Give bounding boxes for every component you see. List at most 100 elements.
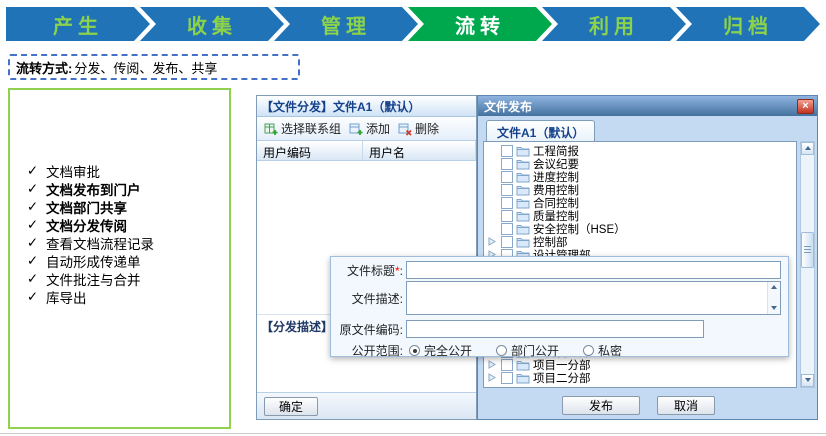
feature-text: 文件批注与合并	[46, 273, 141, 288]
original-file-code-input[interactable]	[406, 320, 704, 338]
tree-item[interactable]: 费用控制	[486, 183, 794, 197]
toolbar-button-label: 删除	[415, 122, 440, 136]
tree-item[interactable]: 质量控制	[486, 209, 794, 223]
folder-icon	[516, 236, 530, 248]
expand-arrow-icon[interactable]	[486, 237, 498, 246]
flow-stage-label: 归档	[723, 15, 773, 38]
file-desc-label: 文件描述:	[351, 291, 403, 306]
publish-footer: 发布 取消	[478, 392, 817, 419]
tree-item-label: 费用控制	[533, 184, 579, 197]
checkbox[interactable]	[501, 157, 513, 170]
folder-icon	[516, 223, 530, 235]
file-title-input[interactable]	[406, 261, 781, 279]
feature-text: 文档部门共享	[46, 201, 127, 216]
distribute-toolbar: 选择联系组 添加 删除	[257, 117, 476, 141]
required-asterisk: *	[394, 263, 400, 278]
check-icon: ✓	[26, 217, 39, 232]
tree-item[interactable]: 合同控制	[486, 196, 794, 210]
add-icon	[349, 122, 363, 136]
file-title-label: 文件标题*:	[346, 263, 403, 278]
check-icon: ✓	[26, 253, 39, 268]
radio-icon[interactable]	[496, 345, 508, 356]
check-icon: ✓	[26, 181, 39, 196]
delete-user-button[interactable]: 删除	[394, 118, 443, 139]
checkbox[interactable]	[501, 222, 513, 235]
feature-text: 文档审批	[46, 165, 100, 180]
publish-button[interactable]: 发布	[562, 396, 640, 415]
radio-selected-icon[interactable]	[409, 345, 420, 356]
checkbox[interactable]	[501, 371, 513, 384]
user-table-header: 用户编码 用户名	[257, 141, 476, 161]
checkbox[interactable]	[501, 235, 513, 248]
publish-tabrow: 文件A1（默认）	[483, 120, 797, 141]
flow-stage-circulate-active: 流转	[408, 7, 552, 41]
process-flow: 产生 收集 管理 流转 利用 归档	[6, 7, 820, 41]
file-code-label: 原文件编码:	[339, 322, 403, 337]
check-icon: ✓	[26, 235, 39, 250]
ok-button[interactable]: 确定	[264, 396, 318, 416]
tab-file-a1[interactable]: 文件A1（默认）	[486, 120, 596, 141]
tree-item-label: 项目二分部	[533, 372, 591, 385]
file-code-row: 原文件编码:	[331, 320, 788, 338]
radio-icon[interactable]	[583, 345, 595, 356]
column-header-user-name[interactable]: 用户名	[363, 141, 476, 160]
feature-item: ✓自动形成传递单	[26, 252, 229, 270]
expand-arrow-icon[interactable]	[486, 373, 498, 382]
feature-list-box: ✓文档审批 ✓文档发布到门户 ✓文档部门共享 ✓文档分发传阅 ✓查看文档流程记录…	[8, 88, 231, 429]
scope-option-label: 完全公开	[424, 344, 473, 358]
checkbox[interactable]	[501, 144, 513, 157]
tree-item[interactable]: 工程简报	[486, 144, 794, 158]
feature-item: ✓ 查看文档流程记录	[26, 234, 229, 252]
flow-stage-produce: 产生	[6, 7, 150, 41]
tree-item-label: 进度控制	[533, 171, 579, 184]
toolbar-button-label: 选择联系组	[281, 122, 342, 136]
checkbox[interactable]	[501, 358, 513, 371]
select-contact-group-button[interactable]: 选择联系组	[260, 118, 345, 139]
expand-arrow-icon[interactable]	[486, 360, 498, 369]
close-icon[interactable]: ×	[797, 98, 814, 114]
flow-stage-utilize: 利用	[542, 7, 686, 41]
scope-option-public[interactable]: 完全公开	[403, 342, 472, 359]
tree-item[interactable]: 会议纪要	[486, 157, 794, 171]
file-desc-textarea[interactable]	[406, 281, 781, 315]
feature-text: 文档分发传阅	[46, 219, 127, 234]
feature-item: ✓文档审批	[26, 162, 229, 180]
checkbox[interactable]	[501, 196, 513, 209]
column-header-user-code[interactable]: 用户编码	[257, 141, 363, 160]
flow-method-note: 流转方式: 分发、传阅、发布、共享	[8, 54, 300, 80]
scope-option-private[interactable]: 私密	[577, 342, 622, 359]
tree-item[interactable]: 控制部	[486, 235, 794, 249]
tree-item[interactable]: 项目二分部	[486, 371, 794, 385]
check-icon: ✓	[26, 271, 39, 286]
checkbox[interactable]	[501, 170, 513, 183]
flow-method-text: 分发、传阅、发布、共享	[74, 60, 218, 76]
scroll-down-icon[interactable]	[768, 303, 780, 314]
vertical-scrollbar[interactable]	[800, 141, 815, 388]
feature-item: ✓文档部门共享	[26, 198, 229, 216]
checkbox[interactable]	[501, 209, 513, 222]
distribute-window-title: 【文件分发】文件A1（默认）	[257, 96, 476, 117]
flow-method-label: 流转方式:	[16, 60, 73, 76]
checkbox[interactable]	[501, 183, 513, 196]
feature-text: 查看文档流程记录	[46, 237, 154, 252]
scope-option-department[interactable]: 部门公开	[490, 342, 559, 359]
add-user-button[interactable]: 添加	[345, 118, 394, 139]
scope-row: 公开范围: 完全公开 部门公开 私密	[331, 342, 788, 359]
tree-item[interactable]: 进度控制	[486, 170, 794, 184]
cancel-button[interactable]: 取消	[657, 396, 715, 415]
folder-icon	[516, 171, 530, 183]
flow-stage-label: 利用	[589, 15, 639, 38]
tree-item-label: 安全控制（HSE）	[533, 223, 626, 236]
scroll-up-icon[interactable]	[801, 142, 814, 155]
textarea-scrollbar[interactable]	[767, 282, 780, 314]
tree-item[interactable]: 项目一分部	[486, 358, 794, 372]
flow-stage-label: 产生	[53, 15, 103, 38]
tree-item[interactable]: 安全控制（HSE）	[486, 222, 794, 236]
scroll-up-icon[interactable]	[768, 282, 780, 293]
scroll-down-icon[interactable]	[801, 374, 814, 387]
tree-item-label: 质量控制	[533, 210, 579, 223]
tree-item-label: 工程简报	[533, 145, 579, 158]
flow-stage-archive: 归档	[676, 7, 820, 41]
scrollbar-thumb[interactable]	[801, 232, 814, 268]
